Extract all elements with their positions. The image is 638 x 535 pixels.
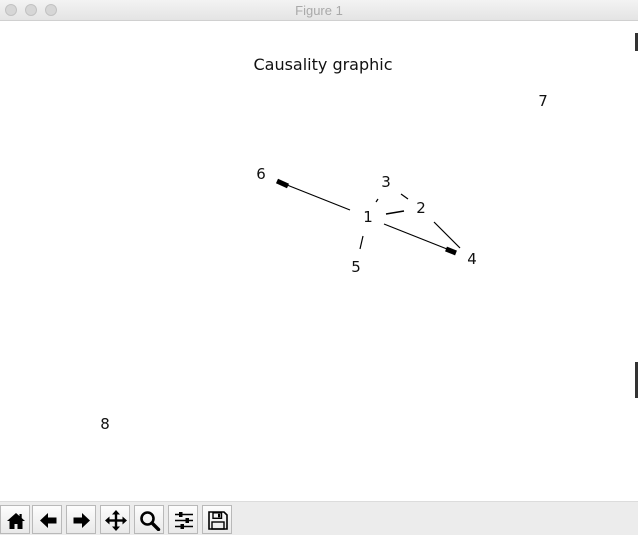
configure-subplots-button[interactable] [168,505,198,534]
home-icon [7,513,25,529]
node-label: 7 [538,92,548,110]
forward-button[interactable] [66,505,96,534]
node-label: 6 [256,165,266,183]
edge-2-4 [433,221,461,249]
node-label: 8 [100,415,110,433]
save-button[interactable] [202,505,232,534]
forward-arrow-icon [73,513,90,528]
node-label: 4 [467,250,477,268]
window-close-button[interactable] [5,4,17,16]
node-label: 5 [351,258,361,276]
node-label: 3 [381,173,391,191]
home-button[interactable] [0,505,30,534]
edge-1-3 [375,198,379,203]
canvas-edge-mark [635,33,638,51]
canvas-edge-mark [635,362,638,398]
edge-1-4 [383,223,453,252]
back-arrow-icon [40,513,57,528]
back-button[interactable] [32,505,62,534]
window-minimize-button[interactable] [25,4,37,16]
zoom-button[interactable] [134,505,164,534]
edge-3-2 [400,193,409,200]
figure-canvas[interactable] [0,21,636,501]
pan-icon [105,510,127,531]
window-title: Figure 1 [295,3,343,18]
edge-1-2 [385,210,405,215]
node-label: 1 [363,208,373,226]
edge-1-6 [281,182,351,211]
edge-1-6-arrowhead [275,178,290,189]
pan-button[interactable] [100,505,130,534]
configure-subplots-icon [175,512,193,529]
causality-graph: Causality graphic 1 2 3 4 5 6 7 8 [100,55,548,433]
edge-1-4-arrowhead [445,246,457,256]
node-label: 2 [416,199,426,217]
window-zoom-button[interactable] [45,4,57,16]
save-icon [208,511,228,530]
edge-1-5 [359,235,364,250]
zoom-icon [140,511,161,531]
navigation-toolbar [0,501,638,535]
plot-title: Causality graphic [253,55,392,74]
window-titlebar: Figure 1 [0,0,638,21]
